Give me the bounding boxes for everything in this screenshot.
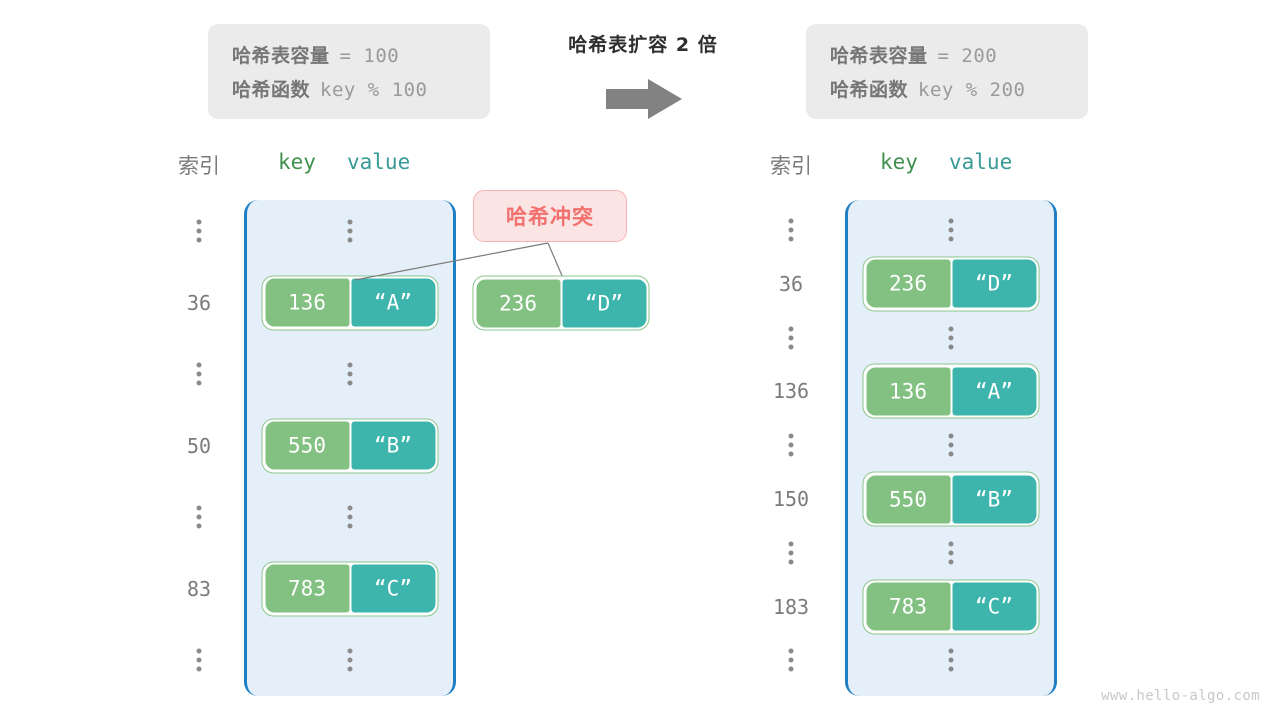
hash-table-params-before: 哈希表容量 = 100 哈希函数 key % 100 <box>208 24 490 119</box>
row-index: 136 <box>772 379 810 404</box>
index-ellipsis-icon <box>196 362 202 386</box>
left-table-index-header: 索引 <box>178 154 220 178</box>
entry-value: “A” <box>351 278 435 327</box>
table-entry: 783“C” <box>261 561 439 616</box>
index-ellipsis-icon <box>788 326 794 350</box>
index-ellipsis-icon <box>788 218 794 242</box>
entry-key: 136 <box>866 367 950 416</box>
bucket-ellipsis-icon <box>948 218 954 242</box>
index-ellipsis-icon <box>788 541 794 565</box>
hash-function-value: key % 100 <box>320 79 428 101</box>
left-table-key-header: key <box>278 150 316 174</box>
row-index: 83 <box>186 576 212 601</box>
entry-key: 550 <box>866 475 950 523</box>
watermark: www.hello-algo.com <box>1101 688 1260 704</box>
bucket-ellipsis-icon <box>347 219 353 243</box>
entry-key: 783 <box>265 564 349 613</box>
index-ellipsis-icon <box>196 505 202 529</box>
bucket-ellipsis-icon <box>948 648 954 672</box>
bucket-ellipsis-icon <box>347 648 353 672</box>
index-ellipsis-icon <box>788 433 794 457</box>
entry-value: “C” <box>952 582 1036 631</box>
hash-function-label: 哈希函数 <box>830 79 909 101</box>
bucket-ellipsis-icon <box>948 433 954 457</box>
hash-function-line: 哈希函数 key % 100 <box>232 75 468 102</box>
table-entry: 136“A” <box>862 363 1040 419</box>
right-table-value-header: value <box>949 150 1013 174</box>
capacity-label: 哈希表容量 <box>830 45 928 67</box>
entry-key: 236 <box>866 259 950 308</box>
bucket-ellipsis-icon <box>347 505 353 529</box>
entry-key: 136 <box>265 278 349 327</box>
entry-value: “A” <box>952 367 1036 416</box>
entry-key: 550 <box>265 421 349 470</box>
index-ellipsis-icon <box>196 219 202 243</box>
entry-value: “C” <box>351 564 435 613</box>
index-ellipsis-icon <box>788 648 794 672</box>
row-index: 36 <box>186 290 212 315</box>
capacity-value: = 200 <box>937 45 998 67</box>
entry-key: 236 <box>476 279 560 327</box>
bucket-ellipsis-icon <box>948 326 954 350</box>
right-table-index-header: 索引 <box>770 154 812 178</box>
row-index: 50 <box>186 433 212 458</box>
capacity-line: 哈希表容量 = 100 <box>232 41 468 68</box>
capacity-label: 哈希表容量 <box>232 45 330 67</box>
row-index: 150 <box>772 487 810 511</box>
left-table-value-header: value <box>347 150 411 174</box>
entry-value: “B” <box>952 475 1036 523</box>
table-entry: 236“D” <box>862 256 1040 312</box>
hash-function-line: 哈希函数 key % 200 <box>830 75 1066 102</box>
entry-value: “D” <box>952 259 1036 308</box>
hash-function-value: key % 200 <box>918 79 1026 101</box>
right-table-key-header: key <box>880 150 918 174</box>
bucket-ellipsis-icon <box>948 541 954 565</box>
index-ellipsis-icon <box>196 648 202 672</box>
hash-table-params-after: 哈希表容量 = 200 哈希函数 key % 200 <box>806 24 1088 119</box>
right-arrow-icon <box>606 79 682 119</box>
bucket-ellipsis-icon <box>347 362 353 386</box>
hash-collision-badge: 哈希冲突 <box>473 190 627 242</box>
entry-value: “B” <box>351 421 435 470</box>
capacity-value: = 100 <box>339 45 400 67</box>
table-entry: 550“B” <box>261 418 439 473</box>
row-index: 36 <box>778 271 804 296</box>
hash-function-label: 哈希函数 <box>232 79 311 101</box>
table-entry: 550“B” <box>862 471 1040 527</box>
entry-key: 783 <box>866 582 950 631</box>
table-entry: 136“A” <box>261 275 439 330</box>
row-index: 183 <box>772 594 810 619</box>
capacity-line: 哈希表容量 = 200 <box>830 41 1066 68</box>
entry-value: “D” <box>562 279 646 327</box>
transition-caption: 哈希表扩容 2 倍 <box>568 34 718 56</box>
table-entry: 783“C” <box>862 579 1040 635</box>
collision-entry: 236 “D” <box>472 275 650 331</box>
